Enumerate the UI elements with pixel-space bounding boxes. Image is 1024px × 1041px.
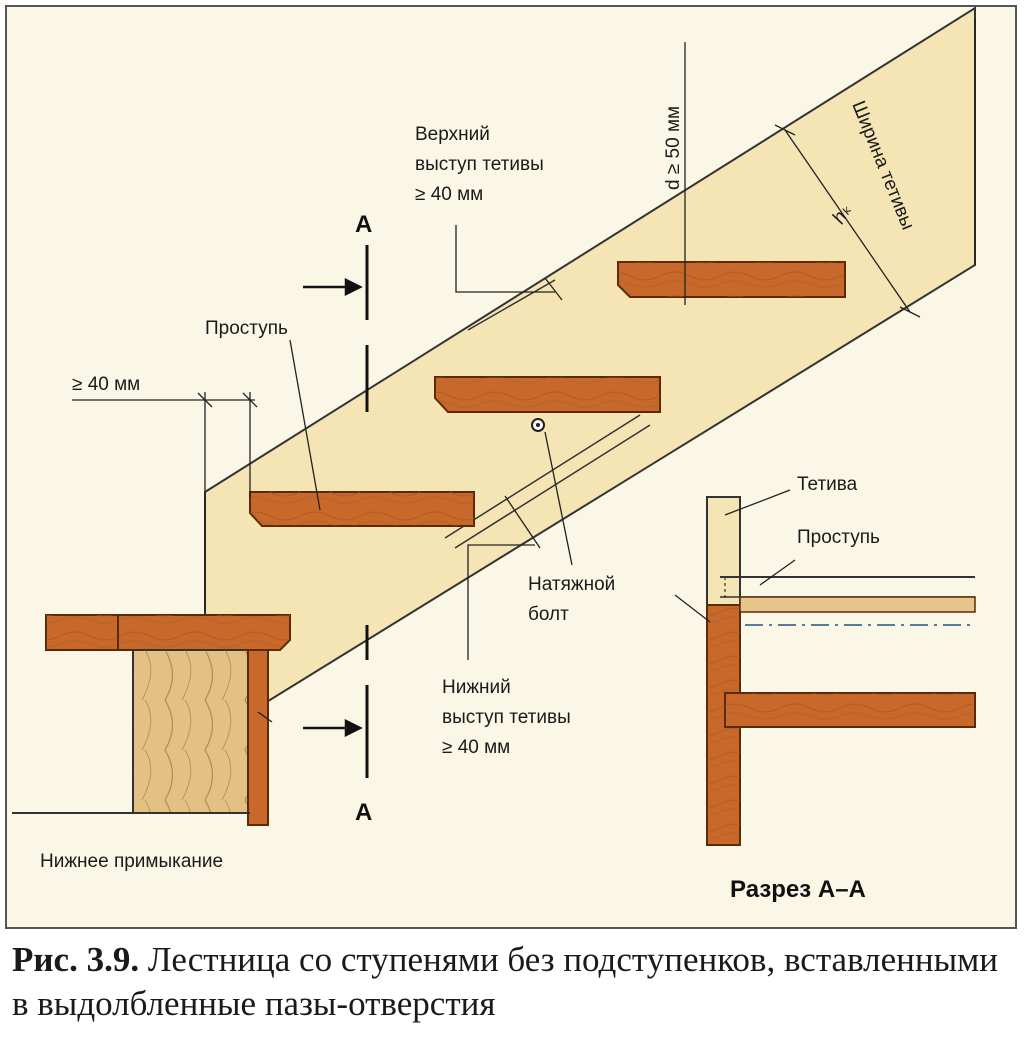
label-left-dim: ≥ 40 мм [72,374,140,395]
stair-diagram: Верхний выступ тетивы ≥ 40 мм d ≥ 50 мм … [5,5,1017,929]
label-section-title: Разрез А–А [730,876,866,903]
section-leader-tread [759,559,796,586]
section-view [674,489,976,846]
label-bottom-protrusion-1: Нижний [442,677,511,698]
caption-text: Лестница со ступенями без подступенков, … [12,940,998,1023]
label-bottom-protrusion-2: выступ тетивы [442,707,571,728]
label-section-top: A [355,211,372,238]
label-section-bottom: A [355,799,372,826]
section-tread-board [739,596,976,613]
caption-number: Рис. 3.9. [12,940,140,979]
landing-board-grain [46,615,290,650]
leader-lines [72,18,976,723]
label-tread: Проступь [205,318,288,339]
stringer-end-board [247,649,269,826]
label-top-protrusion-2: выступ тетивы [415,154,544,175]
figure-caption: Рис. 3.9. Лестница со ступенями без подс… [12,938,1012,1026]
label-top-protrusion-1: Верхний [415,124,490,145]
label-top-protrusion-3: ≥ 40 мм [415,184,483,205]
hidden-lines [444,279,651,549]
section-leader-stringer [724,489,791,516]
section-arrows [303,277,363,738]
label-d-dim: d ≥ 50 мм [663,106,684,190]
section-landing-beam-grain [725,693,975,727]
tread-middle-grain [435,377,660,412]
section-stringer [706,496,741,606]
label-bolt-2: болт [528,604,569,625]
section-leader-left [674,594,711,623]
bolt-center [536,423,540,427]
label-bolt-1: Натяжной [528,574,615,595]
tread-upper-grain [618,262,845,297]
label-section-stringer: Тетива [797,474,858,495]
label-bottom-protrusion-3: ≥ 40 мм [442,737,510,758]
landing-post-grain [133,650,248,813]
label-section-tread: Проступь [797,527,880,548]
tread-lower-grain [250,492,474,526]
label-bottom-joint: Нижнее примыкание [40,851,223,872]
